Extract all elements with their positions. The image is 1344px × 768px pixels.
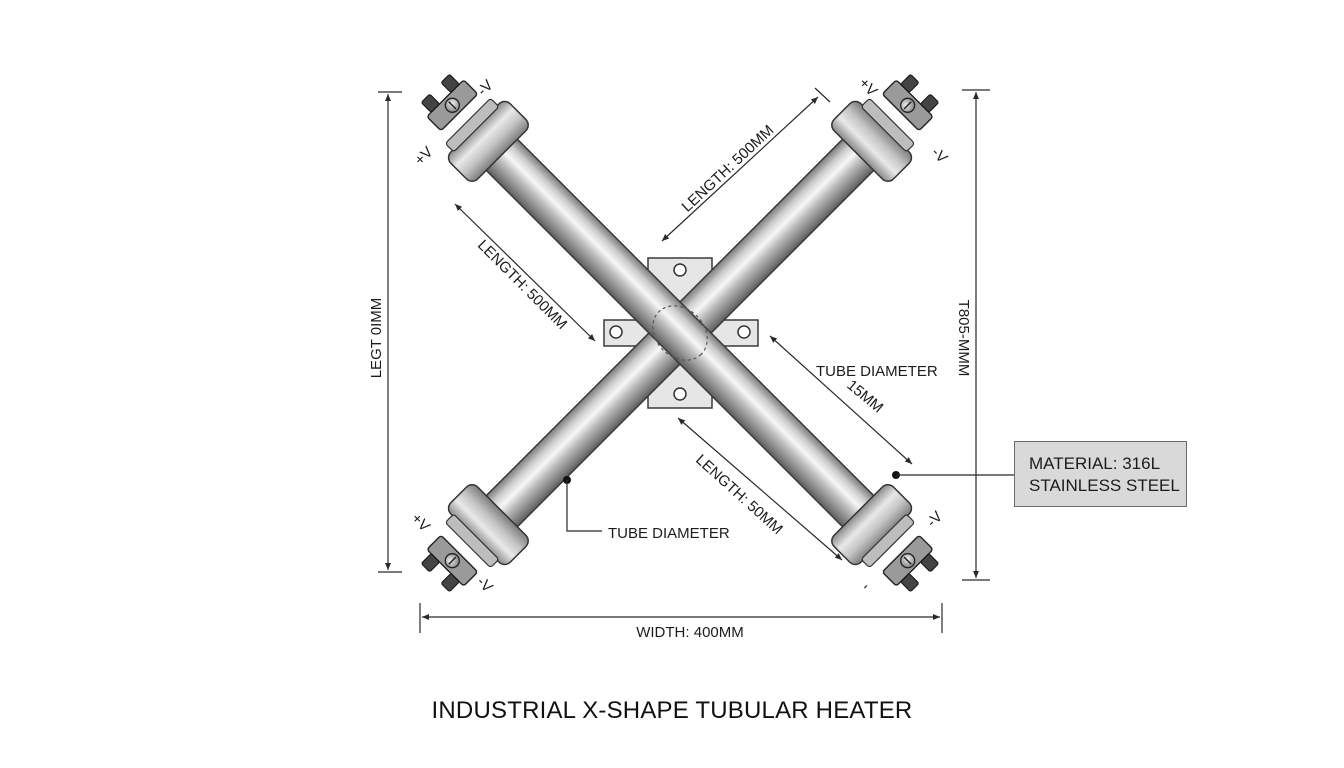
tube-diameter-lower-label: TUBE DIAMETER — [608, 525, 730, 542]
terminal-label-bottom-right-neg: -V — [923, 508, 946, 531]
material-line-1: MATERIAL: 316L — [1029, 454, 1161, 473]
terminal-label-bottom-left-neg: -V — [473, 573, 496, 596]
leader-material — [892, 471, 1014, 479]
length-upper-left-label: LENGTH: 500MM — [474, 237, 570, 333]
terminal-label-bottom-right-mark: - — [858, 579, 874, 595]
terminal-label-bottom-left-pos: +V — [408, 510, 433, 535]
terminal-block — [882, 74, 939, 131]
terminal-label-top-right-pos: +V — [855, 75, 880, 100]
left-height-label: LEGT 0IMM — [368, 298, 385, 379]
terminal-block — [882, 535, 939, 592]
weld-seam — [652, 305, 708, 361]
terminal-label-top-left-pos: +V — [411, 144, 436, 169]
material-callout: MATERIAL: 316L STAINLESS STEEL — [1014, 441, 1187, 507]
leader-tube-diameter-lower: TUBE DIAMETER — [563, 476, 730, 542]
right-height-label: T805-MMM — [955, 300, 972, 377]
dimension-width: WIDTH: 400MM — [419, 603, 943, 641]
width-label: WIDTH: 400MM — [636, 624, 744, 641]
dimension-right-height: T805-MMM — [955, 89, 990, 581]
bolt-hole — [609, 325, 623, 339]
bolt-hole — [673, 263, 687, 277]
dimension-left-height: LEGT 0IMM — [368, 91, 402, 573]
terminal-block — [421, 535, 478, 592]
terminal-label-top-left-neg: -V — [474, 77, 497, 100]
tube-diameter-value: 15MM — [843, 377, 886, 417]
bolt-hole — [737, 325, 751, 339]
tube-diameter-label: TUBE DIAMETER — [816, 363, 938, 380]
bolt-hole — [673, 387, 687, 401]
page-title: INDUSTRIAL X-SHAPE TUBULAR HEATER — [431, 697, 913, 724]
terminal-label-top-right-neg: -V — [928, 144, 951, 167]
length-upper-right-label: LENGTH: 500MM — [679, 122, 778, 216]
terminal-block — [421, 74, 478, 131]
material-line-2: STAINLESS STEEL — [1029, 476, 1180, 495]
